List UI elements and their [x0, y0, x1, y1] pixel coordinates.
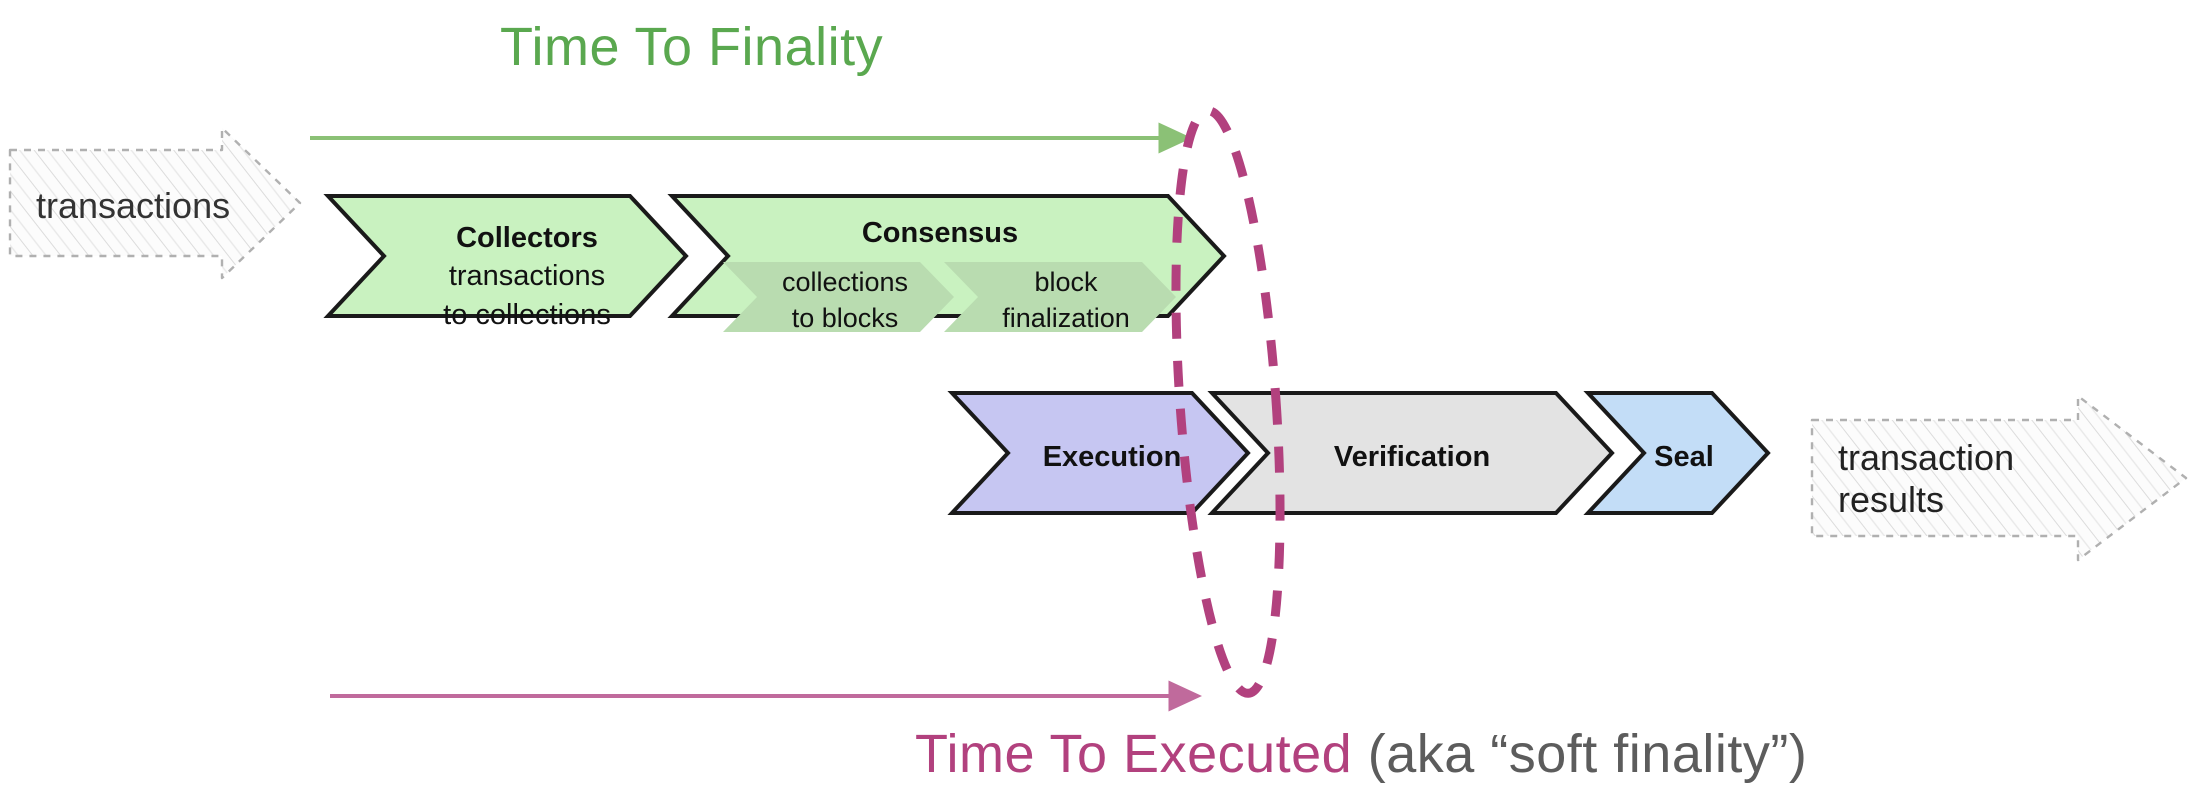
ghost-label-transactions: transactions [36, 185, 230, 226]
ghost-label-transaction-results-line1: transaction [1838, 437, 2014, 478]
substage-block-finalization-line2: finalization [1002, 303, 1130, 333]
stage-seal-title: Seal [1654, 441, 1714, 473]
substage-block-finalization-line1: block [1034, 267, 1098, 297]
stage-execution[interactable]: Execution [947, 391, 1251, 515]
stage-collectors-subtitle-line2: to collections [443, 299, 611, 331]
substage-collections-to-blocks-line2: to blocks [792, 303, 899, 333]
substage-collections-to-blocks[interactable]: collections to blocks [723, 262, 954, 333]
substage-collections-to-blocks-line1: collections [782, 267, 908, 297]
stage-collectors[interactable]: Collectors transactions to collections [323, 194, 689, 331]
ghost-arrow-transaction-results [1810, 394, 2188, 562]
stage-execution-title: Execution [1043, 441, 1182, 473]
ghost-arrow-transactions [8, 126, 302, 280]
finality-boundary-ellipse [1171, 106, 1285, 698]
stage-collectors-title: Collectors [456, 222, 598, 254]
ghost-label-transaction-results-line2: results [1838, 479, 1944, 520]
stage-seal[interactable]: Seal [1583, 391, 1771, 515]
stage-collectors-subtitle-line1: transactions [449, 260, 605, 292]
substage-block-finalization[interactable]: block finalization [944, 262, 1176, 333]
stage-consensus[interactable]: Consensus collections to blocks block fi… [667, 194, 1227, 333]
stage-verification[interactable]: Verification [1207, 391, 1615, 515]
stage-verification-title: Verification [1334, 441, 1490, 473]
stage-consensus-title: Consensus [862, 217, 1018, 249]
